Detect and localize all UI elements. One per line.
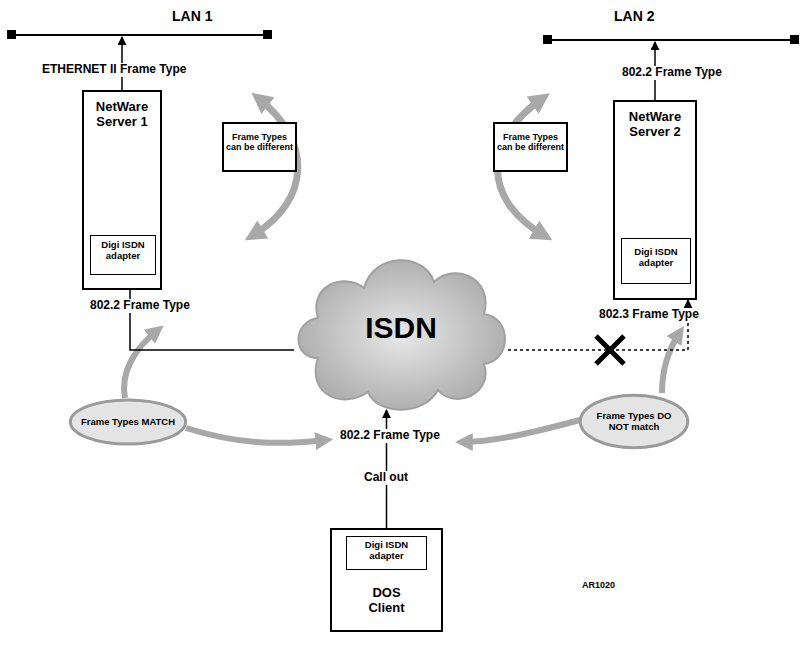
callout-arrow [186,428,326,443]
lan-name: LAN 1 [170,8,214,24]
node-text: Digi ISDN adapter [94,240,152,262]
adapter-box: Digi ISDN adapter [621,238,691,284]
callout-arrow [662,332,680,393]
lan-bus [12,34,268,36]
callout-ellipse: Frame Types DO NOT match [578,393,690,450]
node-text: Frame Types can be different [226,132,293,153]
node-text: Frame Types DO NOT match [594,411,674,433]
adapter-box: Digi ISDN adapter [346,536,427,570]
callout-arrow [462,420,580,442]
node-text: Digi ISDN adapter [350,540,423,562]
bus-terminator [543,35,552,44]
callout-arrow [124,330,158,398]
node-text: Frame Types can be different [497,132,564,153]
node-text: NetWare Server 1 [86,100,158,130]
call-label: Call out [362,471,410,485]
node-text: ISDN [365,311,437,346]
lan-name: LAN 2 [612,8,656,24]
bus-terminator [790,35,799,44]
network-cloud: ISDN [288,238,514,418]
bus-terminator [7,30,16,39]
network-link [386,410,388,528]
frame-type-label: ETHERNET II Frame Type [40,63,188,77]
bus-terminator [263,30,272,39]
note-box: Frame Types can be different [493,122,568,172]
note-box: Frame Types can be different [222,122,297,172]
frame-type-label: 802.3 Frame Type [597,308,701,322]
adapter-box: Digi ISDN adapter [90,235,156,275]
frame-type-label: 802.2 Frame Type [620,66,724,80]
lan-bus [548,39,795,41]
server-box: NetWare Server 1 Digi ISDN adapter [82,90,162,290]
server-box: NetWare Server 2 Digi ISDN adapter [613,100,697,300]
frame-type-label: 802.2 Frame Type [338,429,442,443]
client-box: DOS Client Digi ISDN adapter [330,528,443,632]
figure-id: AR1020 [580,580,617,590]
node-text: Digi ISDN adapter [625,247,687,269]
node-text: Frame Types MATCH [81,417,175,428]
frame-type-label: 802.2 Frame Type [88,299,192,313]
node-text: NetWare Server 2 [617,110,693,140]
node-text: DOS Client [362,586,412,616]
callout-ellipse: Frame Types MATCH [68,398,188,446]
